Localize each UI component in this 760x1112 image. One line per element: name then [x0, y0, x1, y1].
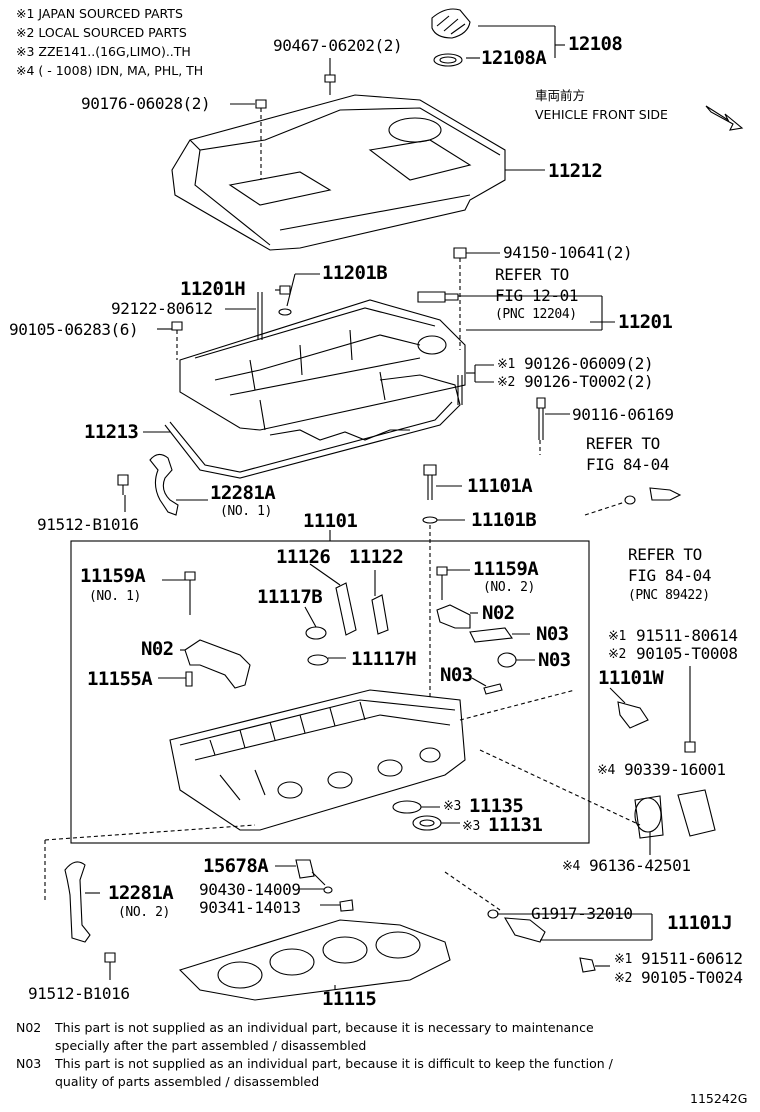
part-label-11131: 11131: [488, 814, 543, 836]
valve-cover-drawing: [179, 299, 466, 431]
mark-4a: ※4: [597, 763, 615, 778]
part-label-12281A-no1: 12281A: [210, 482, 276, 504]
footnote-code-n03: N03: [16, 1056, 42, 1071]
part-label-90467: 90467-06202(2): [273, 36, 403, 55]
part-label-12108: 12108: [568, 33, 623, 55]
pcv-valve-drawing: [417, 291, 459, 303]
part-label-11159A-no2: 11159A: [473, 558, 539, 580]
part-label-91512-B1016-bottom: 91512-B1016: [28, 984, 130, 1003]
part-label-no2: (NO. 2): [483, 580, 535, 595]
header-note-2: ※2 LOCAL SOURCED PARTS: [16, 25, 187, 40]
figure-id: 115242G: [690, 1091, 748, 1106]
mark-2c: ※2: [614, 971, 632, 986]
header-note-4: ※4 ( - 1008) IDN, MA, PHL, TH: [16, 63, 204, 78]
part-label-N03-low: N03: [440, 664, 473, 686]
mark-1b: ※1: [608, 629, 626, 644]
part-label-11212: 11212: [548, 160, 603, 182]
part-label-90126-T0002: 90126-T0002(2): [524, 372, 654, 391]
mark-3a: ※3: [443, 799, 461, 814]
part-label-11126: 11126: [276, 546, 331, 568]
part-label-11159A-no1: 11159A: [80, 565, 146, 587]
part-label-92122: 92122-80612: [111, 299, 213, 318]
part-label-11115: 11115: [322, 988, 377, 1010]
oil-filler-cap-drawing: [431, 8, 471, 67]
part-label-96136: 96136-42501: [589, 856, 691, 875]
part-label-G1917: G1917-32010: [531, 904, 633, 923]
mark-4b: ※4: [562, 859, 580, 874]
part-label-90105-T0008: 90105-T0008: [636, 644, 738, 663]
engine-cover-drawing: [171, 94, 506, 251]
part-label-11201: 11201: [618, 311, 673, 333]
cylinder-head-drawing: [169, 689, 466, 831]
mark-2b: ※2: [608, 647, 626, 662]
part-label-11201B: 11201B: [322, 262, 388, 284]
mark-3b: ※3: [462, 819, 480, 834]
bolt-90176-drawing: [255, 99, 267, 180]
bolt-90467-drawing: [324, 74, 336, 95]
part-label-11101W: 11101W: [598, 667, 664, 689]
engine-hanger-1-drawing: [149, 453, 179, 516]
part-label-90105-06283: 90105-06283(6): [9, 320, 139, 339]
part-label-90341: 90341-14013: [199, 898, 301, 917]
part-label-90430: 90430-14009: [199, 880, 301, 899]
header-note-1: ※1 JAPAN SOURCED PARTS: [16, 6, 183, 21]
part-label-11101J: 11101J: [667, 912, 733, 934]
part-label-N02-right: N02: [482, 602, 515, 624]
part-label-11122: 11122: [349, 546, 404, 568]
head-gasket-drawing: [178, 919, 451, 1001]
part-label-90126-06009: 90126-06009(2): [524, 354, 654, 373]
front-direction-arrow: [705, 105, 744, 131]
part-label-no1-b: (NO. 1): [89, 589, 141, 604]
refer-label-2b: FIG 84-04: [586, 455, 670, 474]
refer-label-1c: (PNC 12204): [495, 307, 577, 322]
part-label-no1: (NO. 1): [220, 504, 272, 519]
part-label-N02-left: N02: [141, 638, 174, 660]
part-label-11117H: 11117H: [351, 648, 417, 670]
bolt-94150-drawing: [453, 247, 467, 350]
part-label-N03-mid: N03: [538, 649, 571, 671]
refer-label-3c: (PNC 89422): [628, 588, 710, 603]
part-label-90176: 90176-06028(2): [81, 94, 211, 113]
part-label-no2-b: (NO. 2): [118, 905, 170, 920]
refer-label-1b: FIG 12-01: [495, 286, 579, 305]
refer-label-3a: REFER TO: [628, 545, 702, 564]
part-label-11101A: 11101A: [467, 475, 533, 497]
footnote-n03-line1: This part is not supplied as an individu…: [55, 1056, 613, 1071]
part-label-94150: 94150-10641(2): [503, 243, 633, 262]
part-label-90116: 90116-06169: [572, 405, 674, 424]
direction-label-jp: 車両前方: [535, 88, 586, 103]
part-label-90105-T0024: 90105-T0024: [641, 968, 743, 987]
mark-2a: ※2: [497, 375, 515, 390]
footnote-n03-line2: quality of parts assembled / disassemble…: [55, 1074, 320, 1089]
header-note-3: ※3 ZZE141..(16G,LIMO)..TH: [16, 44, 191, 59]
direction-label-en: VEHICLE FRONT SIDE: [535, 107, 668, 122]
footnote-code-n02: N02: [16, 1020, 42, 1035]
part-label-11155A: 11155A: [87, 668, 153, 690]
part-label-11213: 11213: [84, 421, 139, 443]
footnote-n02-line2: specially after the part assembled / dis…: [55, 1038, 367, 1053]
part-label-11101: 11101: [303, 510, 358, 532]
part-label-11117B: 11117B: [257, 586, 323, 608]
engine-hanger-2-drawing: [64, 861, 91, 943]
refer-label-1a: REFER TO: [495, 265, 569, 284]
part-label-91511-60612: 91511-60612: [641, 949, 743, 968]
part-label-12281A-no2: 12281A: [108, 882, 174, 904]
footnote-n02-line1: This part is not supplied as an individu…: [55, 1020, 594, 1035]
part-label-N03-top: N03: [536, 623, 569, 645]
mark-1a: ※1: [497, 357, 515, 372]
mark-1c: ※1: [614, 952, 632, 967]
valve-cover-gasket-drawing: [164, 374, 461, 479]
part-label-15678A: 15678A: [203, 855, 269, 877]
refer-label-2a: REFER TO: [586, 434, 660, 453]
refer-label-3b: FIG 84-04: [628, 566, 712, 585]
part-label-91512-B1016-top: 91512-B1016: [37, 515, 139, 534]
part-label-11135: 11135: [469, 795, 524, 817]
part-label-90339: 90339-16001: [624, 760, 726, 779]
part-label-12108A: 12108A: [481, 47, 547, 69]
part-label-11101B: 11101B: [471, 509, 537, 531]
part-label-11201H: 11201H: [180, 278, 246, 300]
part-label-91511-80614: 91511-80614: [636, 626, 738, 645]
